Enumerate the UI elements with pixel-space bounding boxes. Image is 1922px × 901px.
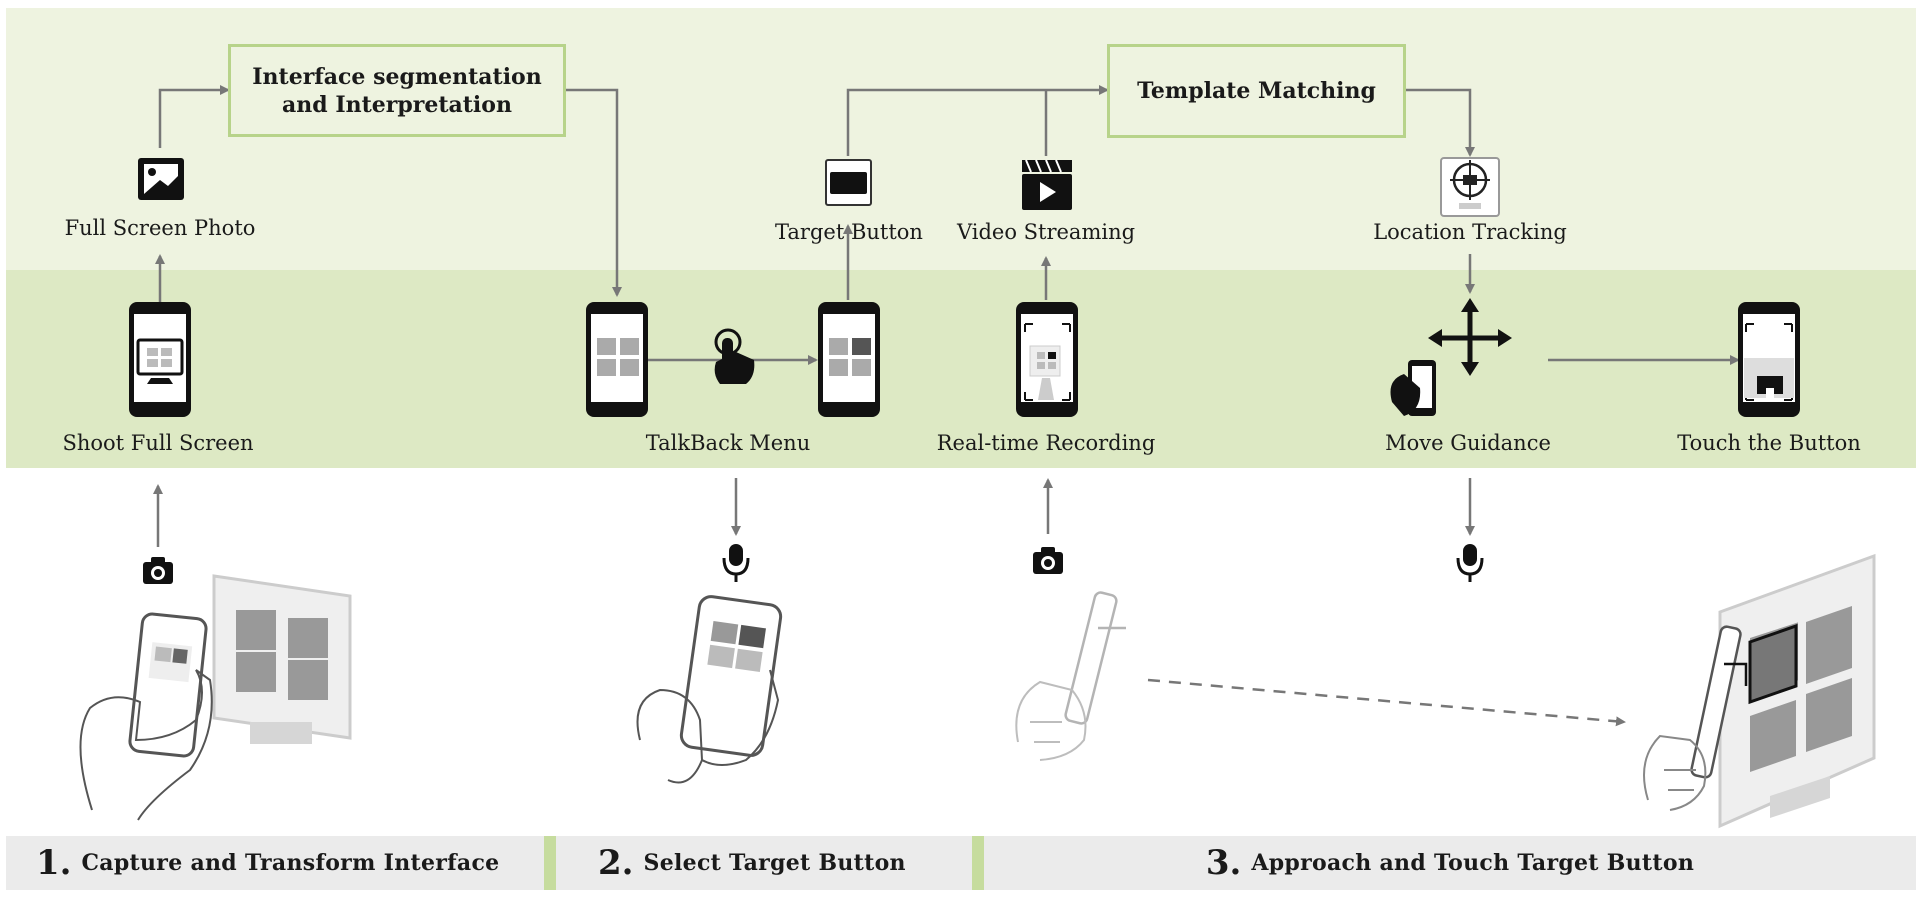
template-matching-box: Template Matching bbox=[1107, 44, 1406, 138]
photo-icon bbox=[138, 158, 184, 200]
microphone-icon bbox=[722, 542, 750, 584]
illustration-approach-start bbox=[1015, 591, 1126, 761]
step-number: 3. bbox=[1205, 843, 1242, 883]
phone-talkback-icon bbox=[586, 302, 648, 417]
step-number: 2. bbox=[598, 843, 634, 883]
camera-icon bbox=[1033, 547, 1063, 574]
step-title: Capture and Transform Interface bbox=[81, 850, 500, 876]
step-number: 1. bbox=[36, 843, 72, 883]
segmentation-box: Interface segmentation and Interpretatio… bbox=[228, 44, 566, 137]
location-tracking-icon bbox=[1440, 157, 1500, 217]
touch-the-button-label: Touch the Button bbox=[1677, 431, 1861, 455]
phone-target-selected-icon bbox=[818, 302, 880, 417]
illustration-select bbox=[636, 595, 783, 784]
full-screen-photo-label: Full Screen Photo bbox=[64, 216, 256, 240]
shoot-full-screen-label: Shoot Full Screen bbox=[62, 431, 254, 455]
phone-shoot-screen-icon bbox=[129, 302, 191, 417]
video-streaming-label: Video Streaming bbox=[956, 220, 1136, 244]
camera-icon bbox=[143, 557, 173, 584]
location-tracking-label: Location Tracking bbox=[1373, 220, 1567, 244]
phone-touch-icon bbox=[1738, 302, 1800, 417]
target-button-label: Target Button bbox=[775, 220, 923, 244]
step-separator bbox=[544, 836, 556, 890]
middle-band bbox=[6, 270, 1916, 468]
illustration-capture bbox=[79, 574, 352, 821]
move-arrows-icon bbox=[1428, 298, 1512, 376]
step-title: Approach and Touch Target Button bbox=[1251, 850, 1695, 876]
realtime-recording-label: Real-time Recording bbox=[936, 431, 1156, 455]
flow-arrows bbox=[153, 85, 1740, 727]
step-title: Select Target Button bbox=[643, 850, 906, 876]
phone-recording-icon bbox=[1016, 302, 1078, 417]
hand-phone-icon bbox=[1390, 360, 1436, 416]
video-clapper-icon bbox=[1022, 159, 1072, 210]
step-separator bbox=[972, 836, 984, 890]
step-3: 3. Approach and Touch Target Button bbox=[984, 836, 1916, 890]
target-button-icon bbox=[825, 159, 872, 206]
microphone-icon bbox=[1456, 542, 1484, 584]
illustration-approach-end bbox=[1643, 553, 1876, 829]
move-guidance-label: Move Guidance bbox=[1385, 431, 1551, 455]
talkback-menu-label: TalkBack Menu bbox=[645, 431, 811, 455]
step-1: 1. Capture and Transform Interface bbox=[6, 836, 544, 890]
tap-hand-icon bbox=[714, 328, 755, 384]
step-2: 2. Select Target Button bbox=[556, 836, 972, 890]
